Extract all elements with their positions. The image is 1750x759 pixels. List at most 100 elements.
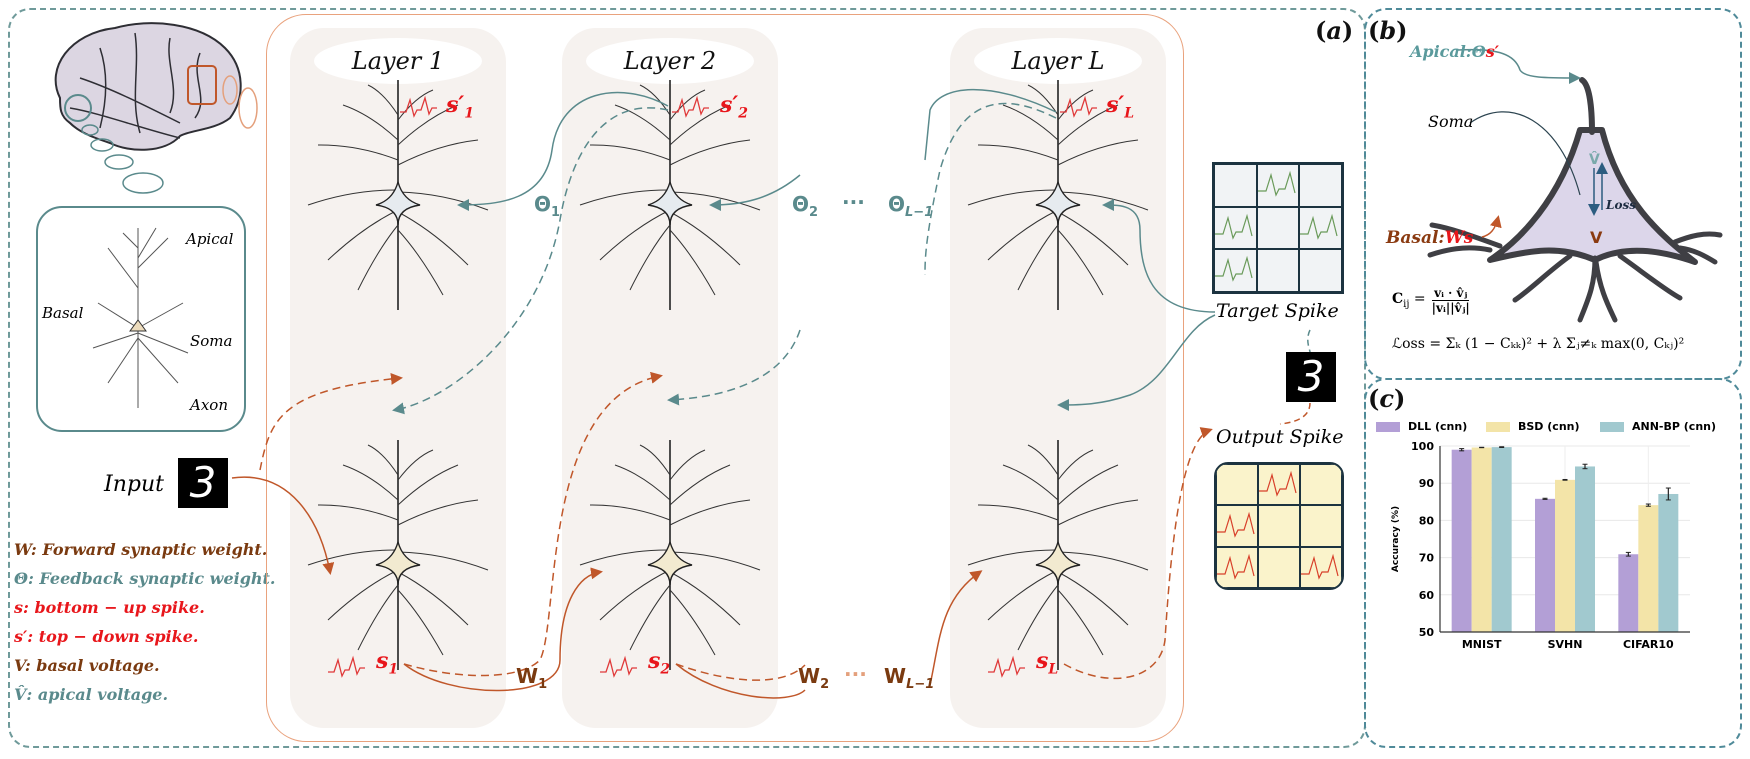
eq-fraction: vᵢ · v̂ⱼ |vᵢ||v̂ⱼ| [1432,286,1470,315]
paren: ) [1396,16,1408,45]
neuron-inset: Apical Basal Soma Axon [36,206,246,432]
legend-symbol: Θ [14,569,28,588]
denominator: |vᵢ||v̂ⱼ| [1431,301,1470,315]
feedback-arrow-1 [457,91,669,211]
feedback-weight-1: Θ1 [534,192,560,220]
soma-label-b: Soma [1428,112,1474,131]
sym: Θ [888,192,906,216]
feedback-weight-L-1: ΘL−1 [888,192,933,220]
grid-cell-empty [1300,464,1342,506]
target-to-digit [1307,329,1311,353]
legend-symbol: W [14,540,31,559]
target-spike-label: Target Spike [1216,300,1339,322]
cosine-similarity-equation: Cij = vᵢ · v̂ⱼ |vᵢ||v̂ⱼ| [1392,286,1470,315]
spike-trace-icon [1300,213,1338,240]
forward-dashed-2 [675,663,806,681]
grid-cell-spike [1256,164,1300,207]
input-arrow [231,476,335,575]
bar [1575,466,1595,632]
c: C [1392,291,1404,308]
soma-shape [1035,179,1081,226]
grid-cell-empty [1256,206,1300,250]
output-spike-grid [1214,462,1344,590]
soma-shape [647,539,693,586]
spike-trace-icon [1257,170,1296,197]
sym: s′ [446,92,465,118]
grid-cell-spike [1300,546,1342,588]
legend-label: ANN-BP (cnn) [1632,420,1717,433]
panel-a-label: (a) [1315,16,1353,45]
forward-ellipsis: ··· [844,662,867,686]
legend-item: V: basal voltage. [14,656,160,675]
soma-diagram [1427,48,1723,323]
top-neuron [967,80,1149,310]
forward-weight-L-1: WL−1 [884,664,934,692]
y-axis-label: Accuracy (%) [1391,506,1401,572]
legend-symbol: V̂ [14,685,27,704]
basal-arrow [1481,215,1502,238]
sub: 1 [538,677,548,692]
legend-item: Θ: Feedback synaptic weight. [14,569,275,588]
basal-input-label: Basal:Ws [1386,228,1473,248]
feedback-weight-2: Θ2 [792,192,818,220]
bottom-neuron [579,440,761,670]
forward-arrow-2 [675,663,806,699]
top-down-spike-L: s′L [1106,92,1134,121]
bar [1658,493,1679,632]
chart-legend-item: BSD (cnn) [1486,420,1580,433]
input-label: Input [104,472,164,497]
y-tick-label: 80 [1419,514,1435,527]
basal-label: Basal [42,304,84,322]
y-tick-label: 50 [1419,626,1435,639]
grid-cell-spike [1216,505,1258,547]
numerator: vᵢ · v̂ⱼ [1432,286,1470,301]
sub: 1 [551,205,561,220]
top-spike-trace [1060,95,1097,118]
apical-label: Apical [186,230,234,248]
legend-text: : basal voltage. [24,656,160,675]
apical-s: s′ [1485,42,1499,61]
target-spike-grid [1212,162,1344,294]
sub: 2 [820,677,830,692]
y-tick-label: 60 [1419,589,1435,602]
spike-trace-icon [1301,553,1339,580]
feedback-ellipsis: ··· [842,190,865,214]
grid-cell-empty [1299,164,1342,207]
sub: L [1048,661,1059,678]
legend-item: W: Forward synaptic weight. [14,540,267,559]
sym: W [884,664,907,688]
top-neuron [579,80,761,310]
legend-swatch [1486,421,1510,432]
legend-swatch [1600,421,1624,432]
bar [1491,447,1512,632]
grid-cell-empty [1258,505,1300,547]
sub: L−1 [906,677,935,692]
layer-title: Layer L [974,38,1142,84]
network-frame [266,14,1184,742]
target-arrow [1102,199,1216,313]
grid-cell-spike [1216,546,1258,588]
feedback-arrow-2 [709,174,801,211]
apical-arrow [1457,48,1581,84]
grid-cell-empty [1299,249,1342,292]
basal-w: W [1444,228,1464,248]
grid-cell-empty [1214,164,1257,207]
brain-illustration [54,22,258,194]
bottom-spike-trace [328,655,365,678]
output-dashed-arrow [1063,427,1213,680]
sub: 2 [660,661,671,678]
sym: s [376,648,389,674]
top-neuron [307,80,489,310]
spike-trace-icon [1217,512,1255,539]
sym: s [1036,648,1049,674]
basal-dendrites [1427,222,1723,323]
forward-arrow-1 [403,567,603,692]
y-tick-label: 100 [1411,440,1434,453]
sub: 2 [809,205,819,220]
legend-text: : apical voltage. [26,685,169,704]
legend-text: : top − down spike. [27,627,199,646]
region-box [187,65,217,105]
legend-symbol: s′ [14,627,28,646]
